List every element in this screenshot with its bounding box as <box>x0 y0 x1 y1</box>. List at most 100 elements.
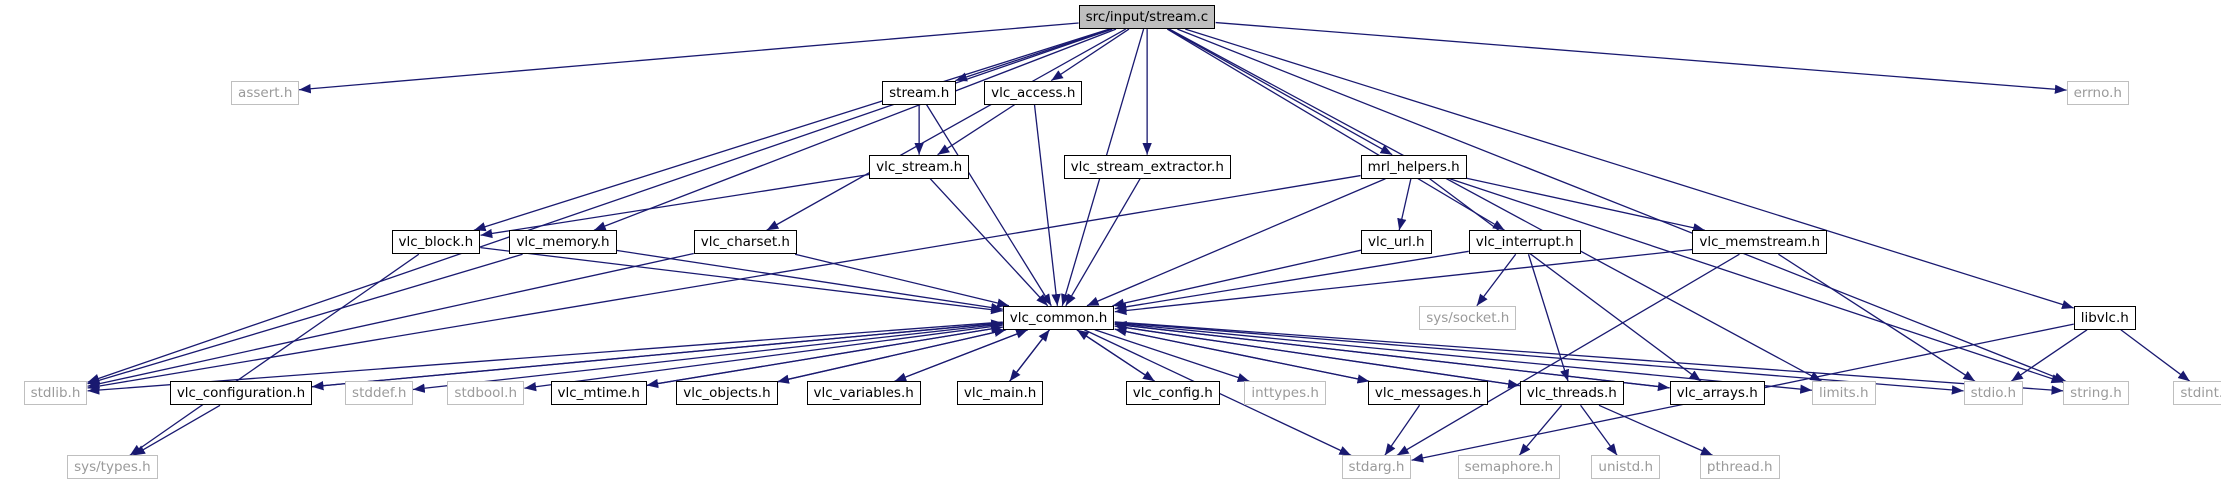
edge-vlc-common-to-string <box>1114 321 2064 395</box>
node-vlc-access[interactable]: vlc_access.h <box>984 80 1083 105</box>
edge-vlc-stream-to-vlc-common <box>929 178 1049 307</box>
edge-root-to-vlc-charset <box>766 28 1127 231</box>
edge-vlc-stream-extractor-to-vlc-common <box>1065 178 1141 307</box>
node-sys-socket[interactable]: sys/socket.h <box>1419 305 1517 330</box>
edge-root-to-vlc-block <box>473 28 1110 232</box>
edge-vlc-threads-to-vlc-common <box>1114 323 1520 387</box>
node-stdio[interactable]: stdio.h <box>1963 381 2024 406</box>
node-sys-types[interactable]: sys/types.h <box>67 455 158 480</box>
edge-root-to-stream <box>955 28 1112 82</box>
edge-vlc-common-to-stddef <box>412 323 1003 393</box>
edge-vlc-memory-to-stdlib <box>87 253 523 385</box>
edge-vlc-memstream-to-vlc-common <box>1114 248 1693 316</box>
edge-vlc-common-to-stdio <box>1114 321 1964 395</box>
edge-vlc-threads-to-semaphore <box>1518 404 1563 456</box>
node-vlc-stream-extractor[interactable]: vlc_stream_extractor.h <box>1063 154 1231 179</box>
edge-mrl-helpers-to-vlc-url <box>1397 178 1412 231</box>
edge-vlc-interrupt-to-sys-socket <box>1476 253 1517 307</box>
node-assert[interactable]: assert.h <box>231 80 300 105</box>
edge-root-to-errno <box>1215 21 2067 94</box>
edge-vlc-configuration-to-vlc-common <box>311 319 1003 388</box>
node-semaphore[interactable]: semaphore.h <box>1457 455 1561 480</box>
edge-vlc-threads-to-unistd <box>1580 404 1618 456</box>
edge-mrl-helpers-to-vlc-arrays <box>1429 178 1702 382</box>
edge-mrl-helpers-to-vlc-common <box>1086 178 1386 307</box>
edge-root-to-vlc-interrupt <box>1166 28 1505 231</box>
node-vlc-memory[interactable]: vlc_memory.h <box>509 230 617 255</box>
edge-vlc-interrupt-to-vlc-threads <box>1527 254 1570 382</box>
node-vlc-configuration[interactable]: vlc_configuration.h <box>169 381 313 406</box>
node-vlc-mtime[interactable]: vlc_mtime.h <box>550 381 647 406</box>
node-vlc-block[interactable]: vlc_block.h <box>391 230 481 255</box>
node-vlc-common[interactable]: vlc_common.h <box>1002 305 1115 330</box>
node-stdlib[interactable]: stdlib.h <box>23 381 88 406</box>
node-stdbool[interactable]: stdbool.h <box>447 381 525 406</box>
edge-vlc-interrupt-to-vlc-common <box>1114 250 1469 312</box>
edge-vlc-stream-to-vlc-block <box>480 173 870 239</box>
edge-root-to-limits <box>1169 28 1823 382</box>
node-vlc-variables[interactable]: vlc_variables.h <box>806 381 921 406</box>
edge-vlc-objects-to-vlc-common <box>777 327 1007 383</box>
edge-vlc-arrays-to-vlc-common <box>1114 320 1670 389</box>
node-limits[interactable]: limits.h <box>1811 381 1876 406</box>
edge-vlc-common-to-inttypes <box>1094 329 1250 383</box>
edge-vlc-memstream-to-stdio <box>1778 253 1976 382</box>
node-vlc-config[interactable]: vlc_config.h <box>1125 381 1220 406</box>
node-vlc-messages[interactable]: vlc_messages.h <box>1367 381 1489 406</box>
edge-vlc-url-to-vlc-common <box>1112 249 1362 308</box>
edge-libvlc-to-stdio <box>2010 329 2088 382</box>
node-stdarg[interactable]: stdarg.h <box>1341 455 1412 480</box>
edge-vlc-config-to-vlc-common <box>1076 329 1156 382</box>
edge-vlc-access-to-vlc-common <box>1033 104 1061 306</box>
node-pthread[interactable]: pthread.h <box>1699 455 1780 480</box>
node-string[interactable]: string.h <box>2063 381 2129 406</box>
node-vlc-interrupt[interactable]: vlc_interrupt.h <box>1468 230 1581 255</box>
edge-mrl-helpers-to-stdlib <box>87 174 1361 391</box>
edge-vlc-block-to-sys-types <box>129 253 420 456</box>
edge-stream-to-vlc-common <box>926 104 1052 307</box>
edge-vlc-messages-to-vlc-common <box>1114 326 1370 382</box>
edge-vlc-memory-to-vlc-common <box>616 249 1003 313</box>
edge-vlc-variables-to-vlc-common <box>894 329 1028 382</box>
node-unistd[interactable]: unistd.h <box>1591 455 1661 480</box>
edge-vlc-common-to-stdbool <box>524 324 1003 392</box>
node-vlc-threads[interactable]: vlc_threads.h <box>1519 381 1624 406</box>
edge-vlc-access-to-vlc-stream <box>937 104 1016 156</box>
edge-vlc-threads-to-pthread <box>1598 404 1713 456</box>
edge-root-to-mrl-helpers <box>1168 28 1393 156</box>
node-vlc-url[interactable]: vlc_url.h <box>1361 230 1432 255</box>
node-stream[interactable]: stream.h <box>882 80 957 105</box>
node-stddef[interactable]: stddef.h <box>345 381 414 406</box>
edge-mrl-helpers-to-string <box>1449 178 2064 384</box>
node-vlc-arrays[interactable]: vlc_arrays.h <box>1669 381 1765 406</box>
edge-mrl-helpers-to-vlc-memstream <box>1466 177 1705 233</box>
node-inttypes[interactable]: inttypes.h <box>1244 381 1326 406</box>
edge-root-to-assert <box>298 22 1079 94</box>
edge-vlc-mtime-to-vlc-common <box>646 324 1003 387</box>
edge-vlc-messages-to-stdarg <box>1384 404 1421 456</box>
node-vlc-stream[interactable]: vlc_stream.h <box>869 154 970 179</box>
edge-vlc-configuration-to-sys-types <box>133 404 221 456</box>
edge-vlc-common-to-stdlib <box>87 321 1003 395</box>
node-root[interactable]: src/input/stream.c <box>1078 5 1216 30</box>
edge-vlc-charset-to-vlc-common <box>794 253 1010 308</box>
edge-root-to-string <box>1177 28 2067 382</box>
edge-root-to-vlc-memory <box>593 28 1117 231</box>
node-errno[interactable]: errno.h <box>2066 80 2129 105</box>
edge-vlc-charset-to-stdlib <box>87 252 694 389</box>
node-libvlc[interactable]: libvlc.h <box>2073 305 2136 330</box>
edge-root-to-libvlc <box>1185 28 2074 310</box>
edge-vlc-common-to-limits <box>1114 322 1813 394</box>
node-vlc-memstream[interactable]: vlc_memstream.h <box>1692 230 1828 255</box>
edge-vlc-block-to-vlc-common <box>480 247 1003 315</box>
edge-libvlc-to-stdint <box>2120 329 2191 382</box>
edge-vlc-main-to-vlc-common <box>1009 329 1051 382</box>
node-vlc-main[interactable]: vlc_main.h <box>956 381 1044 406</box>
node-mrl-helpers[interactable]: mrl_helpers.h <box>1360 154 1467 179</box>
node-vlc-charset[interactable]: vlc_charset.h <box>693 230 797 255</box>
node-stdint[interactable]: stdint.h <box>2173 381 2221 406</box>
edge-root-to-vlc-access <box>1050 28 1130 82</box>
node-vlc-objects[interactable]: vlc_objects.h <box>676 381 778 406</box>
